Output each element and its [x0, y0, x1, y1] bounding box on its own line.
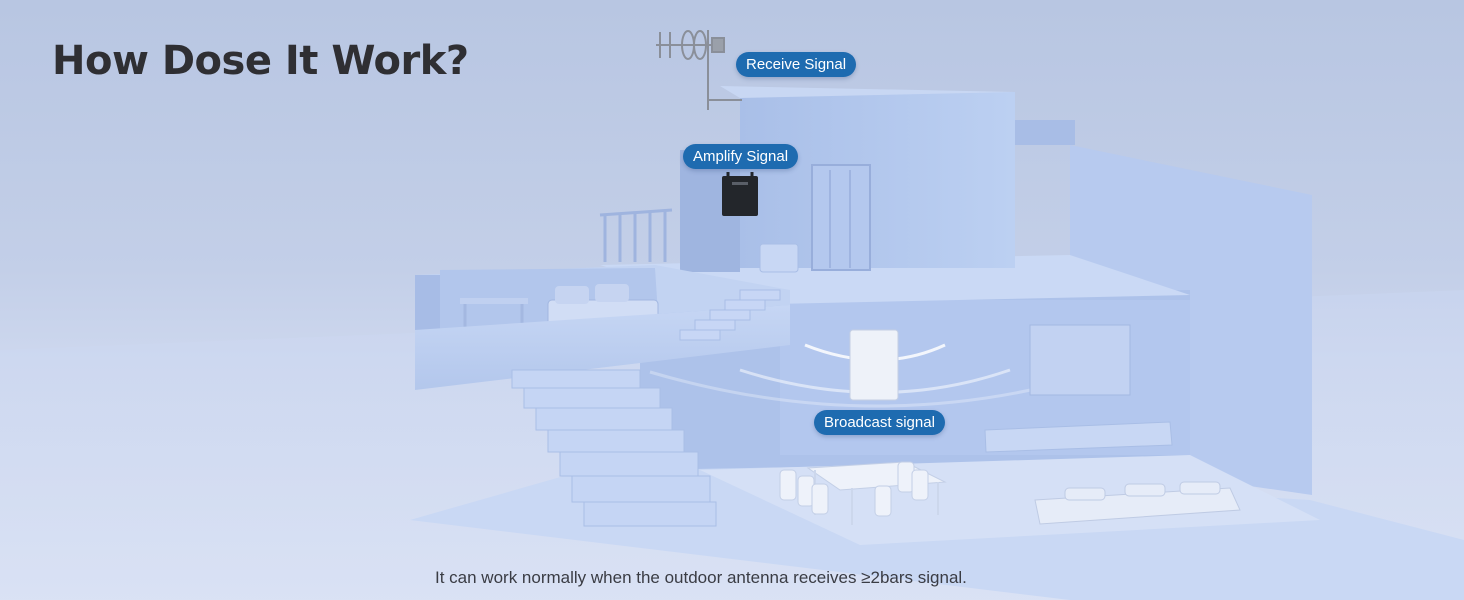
- sofa: [1034, 481, 1241, 525]
- desk: [460, 298, 528, 304]
- upper-room: [740, 92, 1015, 268]
- tv: [1029, 324, 1131, 396]
- footnote: It can work normally when the outdoor an…: [435, 568, 967, 587]
- yagi-antenna-icon: [656, 30, 742, 110]
- receive-signal-label: Receive Signal: [736, 52, 857, 77]
- door: [811, 164, 871, 271]
- signal-booster-icon: [722, 172, 758, 216]
- staircase-left: [511, 369, 717, 527]
- staircase-upper: [679, 289, 781, 341]
- balcony-railing: [599, 208, 673, 262]
- tv-cabinet: [984, 421, 1173, 453]
- broadcast-signal-label: Broadcast signal: [814, 410, 945, 435]
- panel-antenna-icon: [849, 329, 899, 401]
- chairs: [779, 461, 929, 517]
- page-title: How Dose It Work?: [52, 38, 469, 84]
- amplify-signal-label: Amplify Signal: [683, 144, 799, 169]
